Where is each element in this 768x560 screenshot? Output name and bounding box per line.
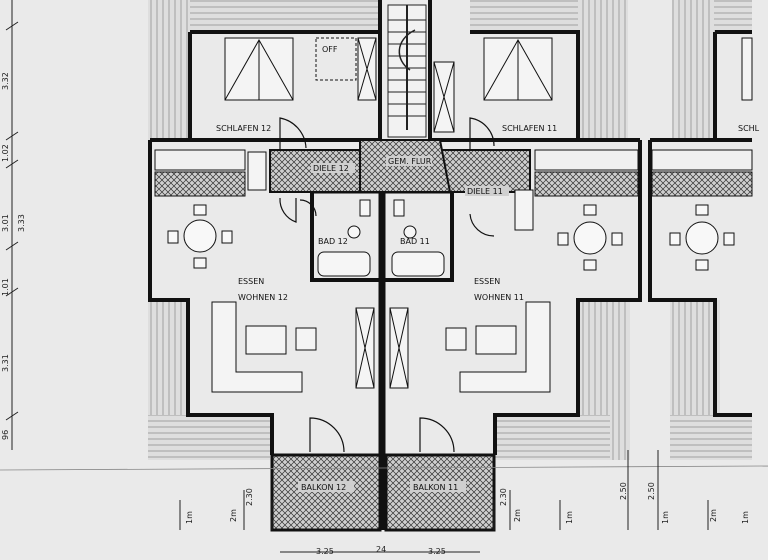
dim-bottom-5: 24 [376, 545, 386, 554]
sofa-12 [211, 301, 317, 393]
label-essen-12: ESSEN [238, 277, 264, 286]
dim-bottom-13: 2m [709, 509, 718, 522]
dim-bottom-4: 3.25 [316, 547, 334, 556]
dim-bottom-14: 1m [741, 511, 750, 524]
dim-bottom-1: 1m [185, 511, 194, 524]
label-balkon-12: BALKON 12 [301, 483, 346, 492]
label-schlafen-12: SCHLAFEN 12 [216, 124, 271, 133]
dim-left-4: 3.33 [17, 214, 26, 232]
label-wohnen-11: WOHNEN 11 [474, 293, 524, 302]
dim-left-6: 3.31 [1, 354, 10, 372]
label-balkon-11: BALKON 11 [413, 483, 458, 492]
dim-bottom-6: 3.25 [428, 547, 446, 556]
dim-bottom-10: 2.50 [619, 482, 628, 500]
walls [148, 0, 752, 530]
dim-left-5: 1.01 [1, 278, 10, 296]
label-wohnen-12: WOHNEN 12 [238, 293, 288, 302]
dim-left-3: 3.01 [1, 214, 10, 232]
dim-left-7: 96 [1, 430, 10, 440]
bed-11 [483, 37, 553, 101]
dim-bottom-11: 2.50 [647, 482, 656, 500]
label-essen-11: ESSEN [474, 277, 500, 286]
staircase [387, 4, 427, 138]
tv-cabinets [355, 307, 409, 389]
dim-left-1: 3.32 [1, 72, 10, 90]
dim-bottom-2: 2m [229, 509, 238, 522]
dining-table-10 [669, 204, 735, 271]
dining-table-11 [557, 204, 623, 271]
doors [279, 117, 495, 453]
dining-table-12 [167, 204, 233, 269]
label-diele-11: DIELE 11 [467, 187, 503, 196]
label-schlafen-11: SCHLAFEN 11 [502, 124, 557, 133]
roof-hatching [148, 0, 752, 460]
label-schlafen-partial: SCHL [738, 124, 760, 133]
dim-bottom-9: 1m [565, 511, 574, 524]
label-bad-11: BAD 11 [400, 237, 430, 246]
dim-left-2: 1.02 [1, 144, 10, 162]
bottom-dimension-line: 1m 2m 2.30 3.25 24 3.25 2.30 2m 1m 2.50 … [0, 450, 768, 556]
dim-bottom-8: 2m [513, 509, 522, 522]
dim-bottom-7: 2.30 [499, 488, 508, 506]
dim-bottom-3: 2.30 [245, 488, 254, 506]
bathroom-fixtures [317, 199, 445, 277]
bed-12 [224, 37, 294, 101]
wardrobe [315, 37, 753, 133]
label-bad-12: BAD 12 [318, 237, 348, 246]
label-off: OFF [322, 45, 338, 54]
label-gem-flur: GEM. FLUR [388, 157, 432, 166]
left-dimension-line: 3.32 1.02 3.01 3.33 1.01 3.31 96 [1, 0, 26, 450]
room-labels: SCHLAFEN 12 SCHLAFEN 11 SCHL OFF DIELE 1… [214, 45, 760, 492]
sofa-11 [445, 301, 551, 393]
dim-bottom-12: 1m [661, 511, 670, 524]
kitchen-counters [154, 149, 753, 197]
label-diele-12: DIELE 12 [313, 164, 349, 173]
